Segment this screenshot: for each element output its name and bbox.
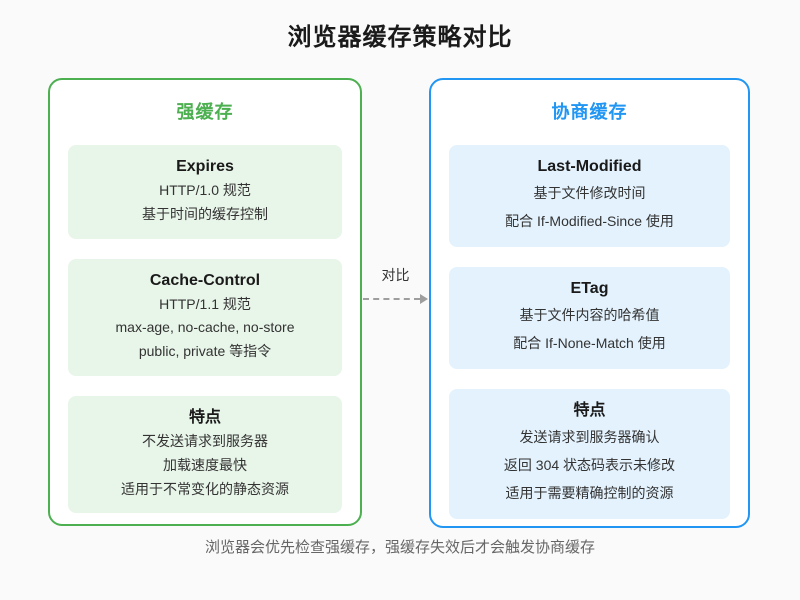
panel-strong-cache: 强缓存 Expires HTTP/1.0 规范 基于时间的缓存控制 Cache-… xyxy=(48,78,362,526)
card-expires: Expires HTTP/1.0 规范 基于时间的缓存控制 xyxy=(68,145,342,239)
card-etag-line: 配合 If-None-Match 使用 xyxy=(513,335,666,351)
arrow-head-icon xyxy=(420,294,428,304)
card-last-modified-line: 配合 If-Modified-Since 使用 xyxy=(505,213,674,229)
card-etag-line: 基于文件内容的哈希值 xyxy=(519,307,660,323)
card-last-modified-title: Last-Modified xyxy=(537,158,642,175)
card-negotiated-features-line: 适用于需要精确控制的资源 xyxy=(505,485,674,501)
card-strong-features-line: 加载速度最快 xyxy=(163,456,247,473)
card-strong-features: 特点 不发送请求到服务器 加载速度最快 适用于不常变化的静态资源 xyxy=(68,395,342,514)
comparison-label: 对比 xyxy=(381,267,410,283)
card-last-modified: Last-Modified 基于文件修改时间 配合 If-Modified-Si… xyxy=(449,145,730,247)
card-negotiated-features-line: 发送请求到服务器确认 xyxy=(519,429,660,445)
card-strong-features-line: 适用于不常变化的静态资源 xyxy=(121,480,289,497)
card-etag-title: ETag xyxy=(570,280,609,297)
card-strong-features-title: 特点 xyxy=(188,408,221,426)
card-last-modified-line: 基于文件修改时间 xyxy=(533,185,646,201)
card-strong-features-line: 不发送请求到服务器 xyxy=(142,432,268,449)
dashed-arrow-right-icon xyxy=(362,294,429,304)
card-cache-control-title: Cache-Control xyxy=(149,271,261,289)
card-cache-control: Cache-Control HTTP/1.1 规范 max-age, no-ca… xyxy=(68,258,342,376)
panel-negotiated-cache-header: 协商缓存 xyxy=(551,102,628,122)
card-cache-control-line: HTTP/1.1 规范 xyxy=(159,295,251,312)
card-etag: ETag 基于文件内容的哈希值 配合 If-None-Match 使用 xyxy=(449,267,730,369)
card-cache-control-line: public, private 等指令 xyxy=(138,343,272,360)
page-title: 浏览器缓存策略对比 xyxy=(287,24,513,51)
panel-negotiated-cache: 协商缓存 Last-Modified 基于文件修改时间 配合 If-Modifi… xyxy=(429,78,750,528)
card-negotiated-features-line: 返回 304 状态码表示未修改 xyxy=(503,457,676,473)
arrow-dashed-line xyxy=(363,298,420,300)
card-cache-control-line: max-age, no-cache, no-store xyxy=(115,319,295,336)
footer-note: 浏览器会优先检查强缓存，强缓存失效后才会触发协商缓存 xyxy=(204,539,595,556)
card-expires-line: 基于时间的缓存控制 xyxy=(142,205,268,222)
card-negotiated-features-title: 特点 xyxy=(573,402,606,419)
card-negotiated-features: 特点 发送请求到服务器确认 返回 304 状态码表示未修改 适用于需要精确控制的… xyxy=(449,389,730,519)
card-expires-title: Expires xyxy=(176,158,234,175)
panel-strong-cache-header: 强缓存 xyxy=(176,102,234,122)
card-expires-line: HTTP/1.0 规范 xyxy=(159,182,251,198)
comparison-connector: 对比 xyxy=(362,265,429,304)
